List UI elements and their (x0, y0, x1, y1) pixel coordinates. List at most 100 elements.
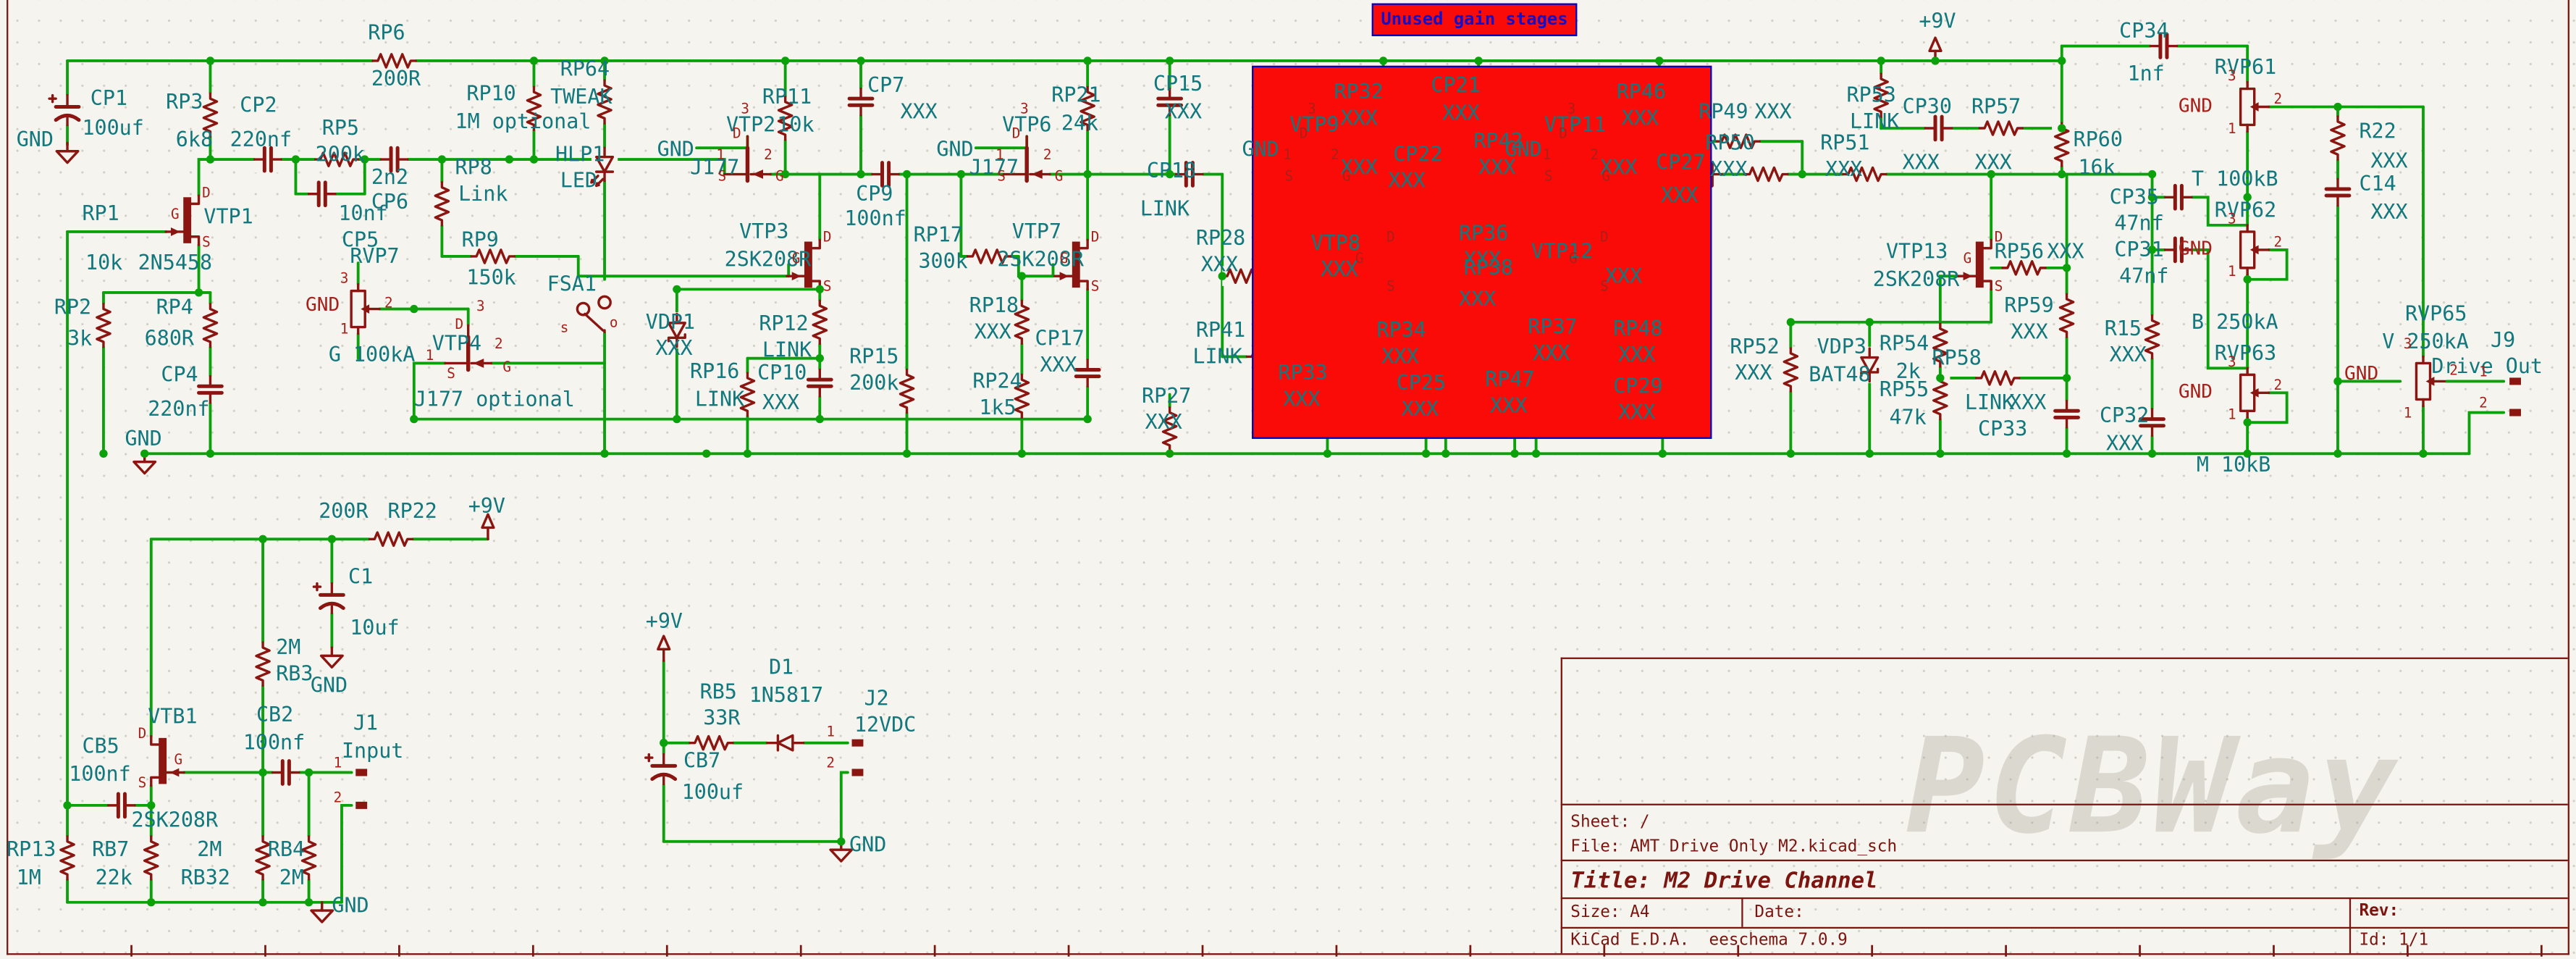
schematic-label[interactable]: S (1090, 279, 1100, 296)
schematic-label[interactable]: D (1600, 230, 1609, 247)
schematic-label[interactable]: VTP9 (1289, 112, 1339, 137)
schematic-label[interactable]: XXX (1754, 99, 1792, 124)
schematic-label[interactable]: RP36 (1458, 220, 1509, 246)
schematic-label[interactable]: RP4 (156, 294, 193, 319)
schematic-label[interactable]: 1 (2403, 406, 2412, 423)
schematic-label[interactable]: 1N5817 (749, 682, 824, 707)
schematic-label[interactable]: XXX (1321, 256, 1358, 282)
schematic-label[interactable]: 2 (2273, 235, 2283, 252)
schematic-label[interactable]: RP5 (321, 114, 359, 140)
schematic-label[interactable]: 1 (425, 348, 434, 365)
schematic-label[interactable]: RP41 (1195, 317, 1246, 342)
schematic-label[interactable]: CP27 (1656, 149, 1706, 175)
schematic-label[interactable]: LED (560, 167, 598, 193)
schematic-label[interactable]: D (733, 126, 741, 143)
schematic-label[interactable]: 47nf (2114, 210, 2164, 235)
schematic-label[interactable]: J177 optional (413, 386, 575, 411)
schematic-label[interactable]: G (791, 251, 801, 268)
schematic-label[interactable]: RP10 (466, 80, 516, 106)
schematic-label[interactable]: S (1600, 279, 1609, 296)
schematic-label[interactable]: BAT48 (1809, 361, 1871, 387)
schematic-label[interactable]: 2 (494, 337, 503, 353)
schematic-label[interactable]: HLP1 (555, 141, 605, 167)
schematic-label[interactable]: G (1059, 251, 1069, 268)
schematic-label[interactable]: RVP63 (2214, 340, 2277, 365)
schematic-label[interactable]: RP47 (1485, 367, 1535, 392)
schematic-label[interactable]: D (1011, 126, 1021, 143)
schematic-label[interactable]: RP38 (1463, 254, 1514, 280)
schematic-label[interactable]: 2SK208R (131, 807, 219, 832)
schematic-label[interactable]: CB7 (683, 747, 721, 773)
schematic-label[interactable]: J2 (864, 685, 889, 711)
schematic-label[interactable]: D (822, 230, 832, 247)
schematic-label[interactable]: 200k (849, 369, 899, 395)
schematic-label[interactable]: 2n2 (371, 164, 409, 189)
schematic-label[interactable]: XXX (1604, 263, 1643, 288)
schematic-label[interactable]: RP6 (368, 20, 405, 45)
schematic-label[interactable]: 200R (319, 498, 369, 523)
schematic-label[interactable]: 47nf (2119, 263, 2169, 288)
schematic-label[interactable]: D (455, 317, 464, 334)
schematic-label[interactable]: RP57 (1971, 93, 2021, 119)
schematic-label[interactable]: RB4 (267, 836, 306, 862)
schematic-label[interactable]: CP10 (757, 359, 807, 385)
schematic-label[interactable]: 2 (764, 148, 773, 164)
schematic-label[interactable]: XXX (1533, 340, 1570, 365)
schematic-label[interactable]: 1nf (2127, 60, 2165, 85)
schematic-label[interactable]: Input (341, 737, 404, 763)
schematic-label[interactable]: TWEAK (550, 83, 613, 109)
schematic-label[interactable]: RP32 (1334, 78, 1384, 104)
schematic-label[interactable]: G (1054, 169, 1064, 186)
schematic-label[interactable]: XXX (1490, 393, 1528, 418)
schematic-label[interactable]: XXX (1401, 395, 1439, 421)
schematic-label[interactable]: CP25 (1396, 369, 1447, 395)
schematic-label[interactable]: CP17 (1035, 325, 1085, 351)
schematic-label[interactable]: XXX (2109, 341, 2147, 367)
schematic-label[interactable]: 2M (279, 864, 304, 889)
schematic-label[interactable]: 1M optional (455, 108, 592, 133)
schematic-label[interactable]: LINK (1964, 389, 2015, 414)
schematic-label[interactable]: 220nf (148, 395, 210, 421)
schematic-label[interactable]: XXX (1458, 285, 1497, 311)
schematic-label[interactable]: CP7 (867, 72, 905, 97)
schematic-label[interactable]: +9V (645, 608, 683, 633)
schematic-label[interactable]: 1 (826, 724, 835, 742)
schematic-label[interactable]: XXX (974, 319, 1011, 344)
schematic-label[interactable]: J177 (690, 154, 740, 180)
schematic-label[interactable]: S (1994, 279, 2003, 296)
schematic-label[interactable]: GND (1504, 136, 1542, 162)
schematic-label[interactable]: D1 (768, 654, 794, 679)
schematic-label[interactable]: XXX (1621, 105, 1659, 130)
schematic-label[interactable]: 3 (340, 271, 349, 288)
schematic-label[interactable]: XXX (2370, 198, 2408, 224)
schematic-label[interactable]: 1 (716, 148, 725, 164)
schematic-label[interactable]: GND (936, 136, 974, 162)
schematic-label[interactable]: G (502, 359, 511, 377)
schematic-label[interactable]: G 100kA (328, 341, 416, 367)
schematic-label[interactable]: RP48 (1613, 315, 1663, 340)
schematic-label[interactable]: 2 (2273, 377, 2283, 395)
schematic-label[interactable]: RP51 (1820, 130, 1870, 155)
schematic-label[interactable]: 2k (1895, 358, 1921, 383)
schematic-label[interactable]: 100uf (681, 779, 744, 804)
schematic-label[interactable]: C14 (2359, 170, 2396, 196)
schematic-label[interactable]: XXX (1145, 409, 1182, 435)
schematic-label[interactable]: +9V (1919, 8, 1956, 33)
schematic-label[interactable]: LINK (762, 337, 812, 362)
schematic-label[interactable]: FSA1 (547, 271, 597, 296)
schematic-label[interactable]: o (609, 315, 618, 332)
schematic-label[interactable]: XXX (1661, 182, 1699, 207)
schematic-label[interactable]: 2 (826, 755, 835, 773)
schematic-label[interactable]: RP27 (1142, 382, 1192, 408)
wire[interactable] (412, 361, 447, 421)
schematic-label[interactable]: G (1342, 169, 1351, 186)
schematic-label[interactable]: CP33 (1978, 416, 2028, 441)
schematic-label[interactable]: 220nf (230, 126, 292, 151)
schematic-label[interactable]: RP21 (1051, 82, 1101, 107)
schematic-label[interactable]: XXX (900, 99, 938, 124)
schematic-label[interactable]: VDP3 (1817, 333, 1866, 359)
schematic-label[interactable]: 2M (197, 836, 222, 862)
schematic-label[interactable]: D (138, 726, 147, 743)
schematic-label[interactable]: CP5 (341, 227, 379, 252)
schematic-label[interactable]: XXX (1040, 351, 1077, 377)
